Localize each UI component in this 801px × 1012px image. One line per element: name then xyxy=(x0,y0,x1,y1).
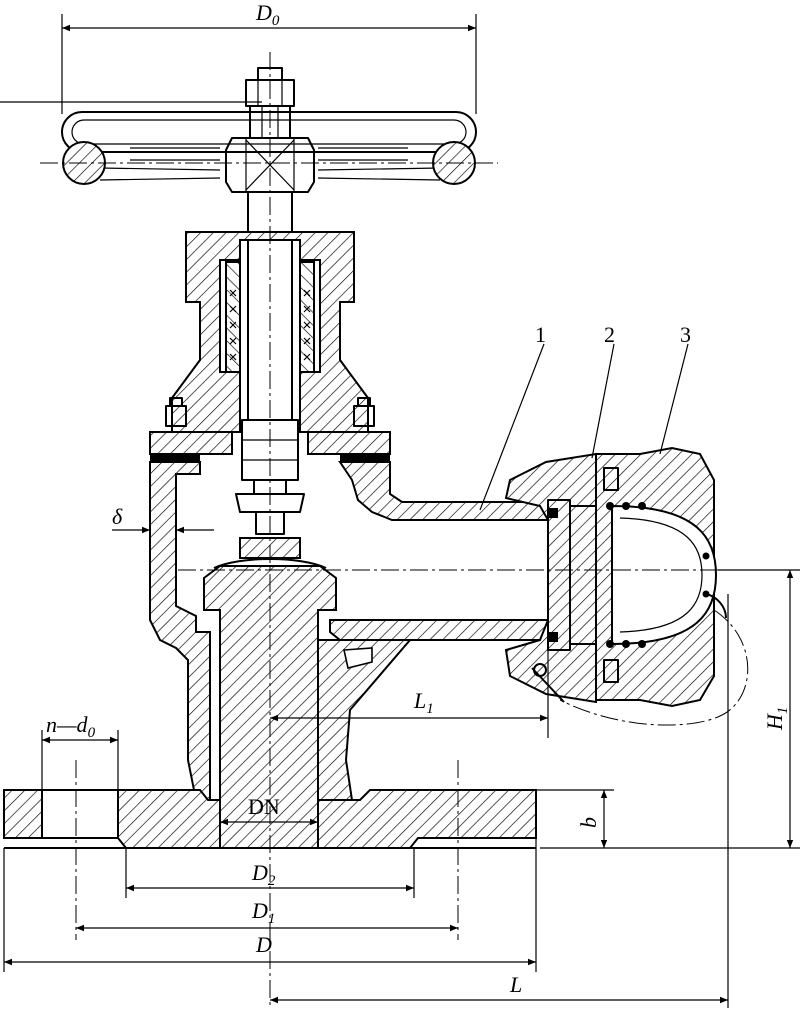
dim-D: D xyxy=(3,838,537,972)
svg-text:D1: D1 xyxy=(251,898,275,927)
handwheel xyxy=(40,111,498,185)
dim-H1: H1 xyxy=(540,569,800,849)
part-leader-2: 2 xyxy=(591,322,615,459)
dim-DN: DN xyxy=(220,794,318,826)
hose-coupling xyxy=(504,446,749,726)
dim-delta: δ xyxy=(112,504,214,534)
base-flange xyxy=(3,789,537,849)
svg-text:H1: H1 xyxy=(762,707,791,731)
svg-text:D: D xyxy=(255,932,272,957)
svg-text:DN: DN xyxy=(248,794,280,819)
svg-text:L: L xyxy=(509,972,522,997)
svg-text:b: b xyxy=(576,817,601,828)
dim-n-d0: n—d0 xyxy=(41,712,119,790)
dim-D0: D0 xyxy=(61,0,477,114)
dim-b: b xyxy=(536,789,614,848)
bonnet xyxy=(165,231,375,433)
svg-text:3: 3 xyxy=(680,322,691,347)
svg-text:D0: D0 xyxy=(255,0,280,29)
dim-D1: D1 xyxy=(76,898,458,932)
part-leader-1: 1 xyxy=(479,322,546,511)
svg-text:D2: D2 xyxy=(251,860,276,889)
dim-L: L xyxy=(270,594,729,1008)
dim-D2: D2 xyxy=(125,848,415,898)
bonnet-flange xyxy=(149,431,391,462)
svg-text:δ: δ xyxy=(112,504,123,529)
svg-text:L1: L1 xyxy=(413,688,434,717)
svg-text:n—d0: n—d0 xyxy=(46,712,96,741)
svg-text:2: 2 xyxy=(604,322,615,347)
dim-L1: L1 xyxy=(270,650,549,738)
part-leader-3: 3 xyxy=(659,322,691,455)
svg-text:1: 1 xyxy=(535,322,546,347)
